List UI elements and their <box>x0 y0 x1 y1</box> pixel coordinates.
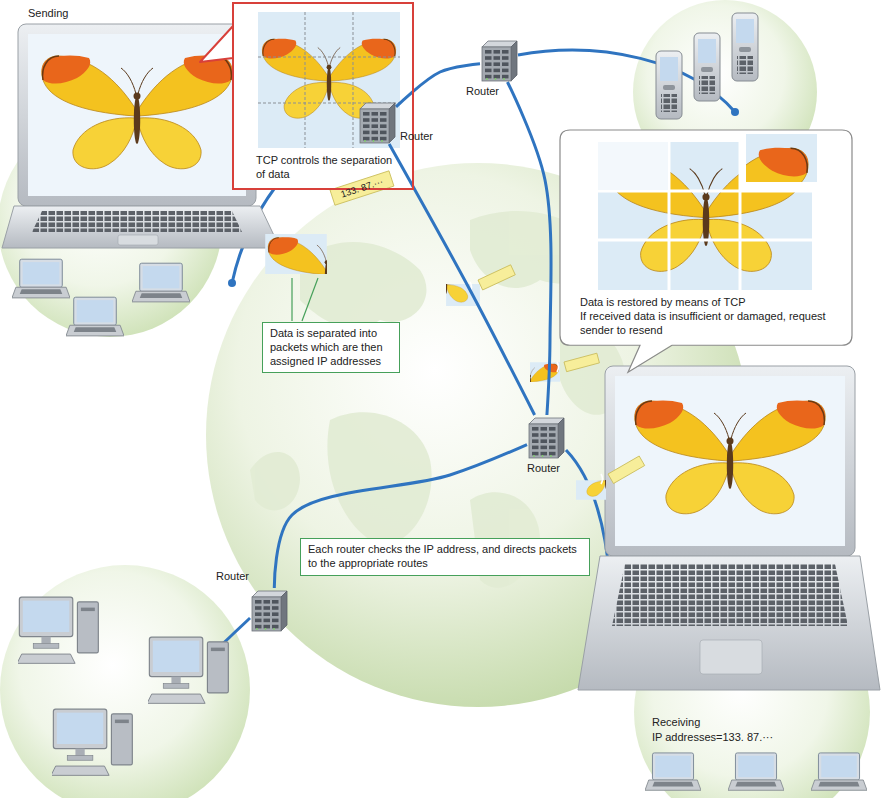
address-tag <box>330 171 394 205</box>
router-label: Router <box>216 570 249 584</box>
sending-laptop <box>118 235 158 245</box>
mobile-phone <box>656 13 758 119</box>
restored-picture <box>614 148 808 264</box>
address-tag <box>478 265 515 290</box>
address-tag <box>608 456 645 484</box>
small-laptop <box>66 297 124 336</box>
signal-mark <box>557 362 559 372</box>
restored-picture <box>598 142 812 290</box>
desktop-computer <box>147 637 228 703</box>
router-node: Router <box>480 38 518 82</box>
line-end-dot <box>731 108 739 116</box>
router-icon <box>480 38 518 82</box>
line-end-dot <box>228 279 236 287</box>
desktop-computer <box>51 709 132 775</box>
desktop-computer <box>17 597 98 663</box>
address-tag <box>564 353 599 371</box>
leader-line <box>292 278 318 321</box>
signal-mark <box>320 194 322 206</box>
restored-picture <box>614 134 817 263</box>
continents <box>327 412 431 544</box>
packet <box>414 264 478 302</box>
router-label: Router <box>527 462 560 476</box>
sending-laptop <box>18 24 256 206</box>
restored-picture <box>560 130 852 345</box>
receiving-laptop <box>605 366 855 556</box>
router-icon <box>527 415 565 459</box>
caption-text: Receiving <box>652 716 700 730</box>
caption-text: Sending <box>28 7 68 21</box>
receiving-laptop <box>612 564 848 626</box>
callout-picture <box>258 12 400 148</box>
sending-laptop <box>42 55 232 168</box>
node-text: If received data is insufficient or dama… <box>580 310 838 338</box>
packet <box>414 264 480 306</box>
node-text: Data is separated into packets which are… <box>270 327 392 368</box>
small-laptop <box>645 753 701 790</box>
desktop-area <box>0 565 250 798</box>
callout-picture <box>232 2 414 190</box>
callout-box: TCP controls the separation of data <box>232 2 414 190</box>
callout-picture <box>353 12 354 148</box>
restored-picture <box>598 142 812 290</box>
small-laptop <box>12 259 70 298</box>
callout-picture <box>262 39 395 118</box>
small-laptop <box>132 263 190 302</box>
router-node: Router <box>358 100 396 144</box>
receiving-laptop <box>615 376 845 546</box>
mobile-phone <box>732 13 758 81</box>
node-text: Each router checks the IP address, and d… <box>308 543 582 571</box>
sending-laptop <box>32 211 242 232</box>
router-icon <box>250 588 288 632</box>
receiving-laptop <box>578 366 880 690</box>
mobile-phone <box>656 51 682 119</box>
leader-line <box>291 278 292 321</box>
callout-picture <box>305 12 306 148</box>
restored-picture <box>598 142 668 190</box>
sending-laptop <box>2 206 280 248</box>
packet <box>265 234 385 307</box>
restored-picture <box>598 239 812 242</box>
receiving-laptop <box>635 400 825 513</box>
callout-picture <box>258 12 400 148</box>
router-icon <box>358 100 396 144</box>
continents <box>250 452 300 511</box>
small-laptop <box>728 753 784 790</box>
callout-picture <box>200 26 233 62</box>
callout-picture <box>258 57 400 58</box>
router-node: Router <box>250 588 288 632</box>
router-label: Router <box>400 130 433 144</box>
desktop-computer <box>17 597 228 775</box>
leader-line <box>302 278 318 321</box>
signal-mark <box>315 196 317 208</box>
note-box: Data is separated into packets which are… <box>262 322 400 373</box>
router-label: Router <box>466 85 499 99</box>
receiving-laptop <box>578 556 880 690</box>
callout-picture <box>200 2 414 190</box>
network-link <box>389 144 534 415</box>
small-laptop <box>811 753 867 790</box>
speech-bubble: Data is restored by means of TCPIf recei… <box>560 130 852 345</box>
receiving-laptop <box>700 640 762 674</box>
caption-text: IP addresses=133. 87.··· <box>652 731 773 745</box>
signal-mark <box>601 474 603 484</box>
router-node: Router <box>527 415 565 459</box>
address-text: 133. 87.··· <box>330 171 394 205</box>
restored-picture <box>560 130 852 345</box>
note-box: Each router checks the IP address, and d… <box>300 538 590 576</box>
network-link <box>507 82 551 415</box>
packet <box>268 237 385 307</box>
node-text: Data is restored by means of TCP <box>580 296 838 310</box>
mobile-phone <box>694 33 720 101</box>
